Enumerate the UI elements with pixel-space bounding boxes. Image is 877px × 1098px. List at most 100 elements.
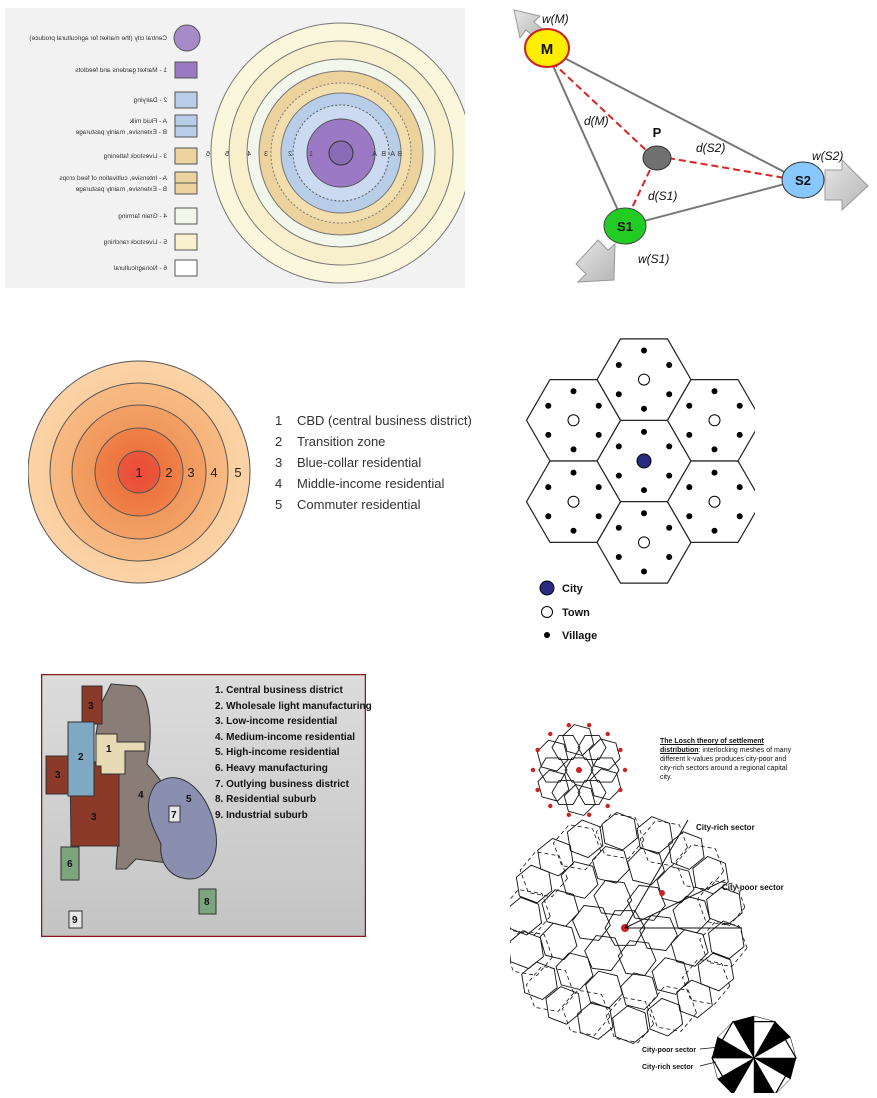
losch-panel: City-rich sector City-poor sector City-p… xyxy=(502,710,877,1098)
nuclei-label-5: 5 xyxy=(186,794,192,805)
nuclei-legend-item: 9. Industrial suburb xyxy=(215,809,308,821)
small-mesh-hex xyxy=(551,734,581,761)
legend-num: 2 xyxy=(275,434,283,449)
village-dot xyxy=(686,402,693,409)
legend-label: Middle-income residential xyxy=(297,476,445,491)
village-dot xyxy=(666,472,673,479)
small-mesh-hex xyxy=(589,768,622,801)
nuclei-legend-item: 1. Central business district xyxy=(215,685,343,696)
legend-swatch-a xyxy=(174,114,198,127)
village-dot xyxy=(595,513,602,520)
small-mesh-place xyxy=(566,723,571,728)
village-dot xyxy=(736,484,743,491)
village-dot xyxy=(545,431,552,438)
small-mesh-place xyxy=(535,747,540,753)
large-mesh-hex xyxy=(591,846,630,884)
village-dot xyxy=(595,431,602,438)
large-mesh-hex xyxy=(656,866,695,904)
village-dot xyxy=(711,388,718,395)
large-mesh-hex xyxy=(601,811,638,851)
ring-label: 1 xyxy=(309,151,313,158)
small-mesh-hex xyxy=(577,779,607,806)
large-mesh-hex xyxy=(636,816,674,855)
large-mesh-hex xyxy=(668,831,705,870)
village-legend-icon xyxy=(544,632,550,638)
zone-6-block xyxy=(60,846,80,881)
village-dot xyxy=(641,568,647,575)
village-dot xyxy=(736,513,743,520)
losch-secondary xyxy=(659,890,665,896)
thunen-panel: Central city (the market for agricultura… xyxy=(5,8,472,288)
zone-label-3: 3 xyxy=(187,465,194,480)
distance-s1: d(S1) xyxy=(648,189,677,203)
small-mesh-hex xyxy=(563,783,596,816)
arrow-s1 xyxy=(575,239,616,283)
village-dot xyxy=(641,510,647,517)
large-mesh-hex xyxy=(706,886,743,926)
nuclei-label-3c: 3 xyxy=(91,812,97,823)
ring-label: 2 xyxy=(288,151,292,158)
central-city xyxy=(328,140,354,166)
large-mesh-hex xyxy=(617,940,657,977)
village-dot xyxy=(570,446,577,453)
dashed-mesh-hex xyxy=(605,996,655,1043)
ring-label: A xyxy=(390,151,395,158)
small-mesh-center xyxy=(576,767,582,773)
large-mesh-hex xyxy=(651,957,690,995)
dashed-mesh-hex xyxy=(648,985,697,1032)
legend-label-a: A - Intensive, cultivation of feed crops xyxy=(59,175,167,182)
zone-label-2: 2 xyxy=(165,465,172,480)
zone-3-left xyxy=(45,755,72,795)
nuclei-legend-item: 4. Medium-income residential xyxy=(215,731,356,743)
zone-5-high-income xyxy=(147,777,217,880)
dashed-mesh-hex xyxy=(553,824,602,871)
village-dot xyxy=(570,527,577,534)
nuclei-legend: 1. Central business district 2. Wholesal… xyxy=(215,683,372,823)
dashed-mesh-hex xyxy=(675,844,725,891)
weber-panel: M P S1 S2 w(M) w(S2) w(S1) d(M) d(S2) d(… xyxy=(490,0,877,300)
legend-label: 5 - Livestock ranching xyxy=(103,239,167,246)
small-mesh-place xyxy=(587,812,592,817)
nuclei-legend-item: 8. Residential suburb xyxy=(215,794,317,806)
small-mesh-place xyxy=(530,767,536,773)
village-dot xyxy=(615,362,622,368)
large-mesh-hex xyxy=(584,935,624,972)
village-dot xyxy=(595,402,602,409)
large-mesh-hex xyxy=(539,922,578,961)
nuclei-legend-item: 7. Outlying business district xyxy=(215,778,349,790)
ring-label: 4 xyxy=(247,151,251,158)
link-p-s2 xyxy=(667,157,786,179)
village-dot xyxy=(686,513,693,520)
large-mesh-hex xyxy=(541,889,580,927)
small-mesh-place xyxy=(605,731,610,737)
town-legend-label: Town xyxy=(562,607,590,619)
zone-7-block xyxy=(168,805,181,823)
large-mesh-hex xyxy=(576,1001,614,1040)
large-mesh-hex xyxy=(620,972,659,1010)
small-mesh-hex xyxy=(577,734,607,761)
nuclei-diagram: 3 2 1 3 3 4 5 7 6 8 9 xyxy=(40,673,367,938)
christaller-panel: City Town Village xyxy=(525,335,763,645)
large-mesh-hex xyxy=(672,895,711,934)
weber-diagram: M P S1 S2 w(M) w(S2) w(S1) d(M) d(S2) d(… xyxy=(513,9,869,283)
nuclei-label-4: 4 xyxy=(138,790,144,801)
village-dot xyxy=(595,484,602,491)
village-dot xyxy=(615,472,622,479)
town-dot xyxy=(708,414,721,427)
legend-label: Blue-collar residential xyxy=(297,455,422,470)
large-mesh-hex xyxy=(639,915,678,951)
legend-num: 5 xyxy=(275,497,283,512)
large-mesh-hex xyxy=(626,884,666,921)
zone-label-1: 1 xyxy=(135,465,142,480)
city-poor-sector-label: City-poor sector xyxy=(642,1047,696,1054)
city-legend-label: City xyxy=(562,583,584,595)
christaller-diagram: City Town Village xyxy=(525,338,763,642)
sector-hexagon xyxy=(711,1015,797,1098)
node-m xyxy=(524,28,570,68)
node-s2-label: S2 xyxy=(795,173,811,188)
link-p-s1 xyxy=(629,169,651,213)
dashed-mesh-hex xyxy=(699,920,748,967)
village-dot xyxy=(666,391,673,398)
